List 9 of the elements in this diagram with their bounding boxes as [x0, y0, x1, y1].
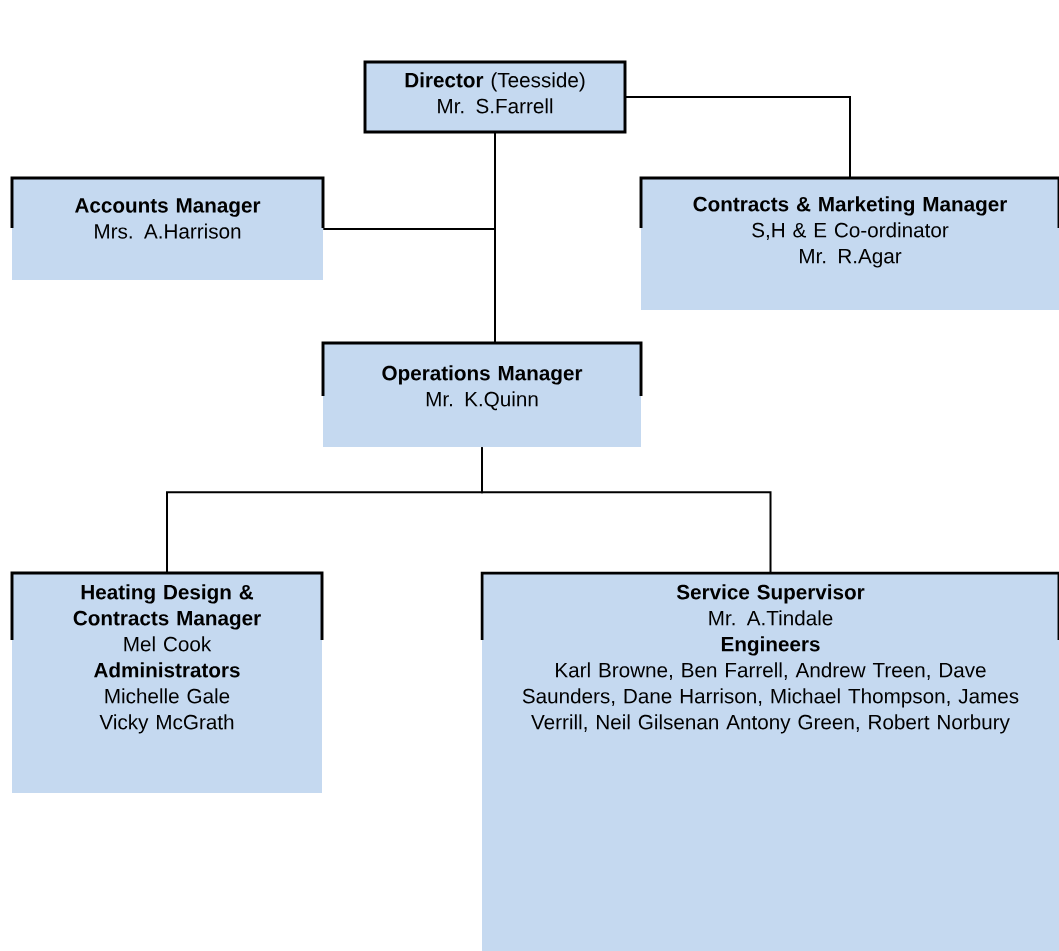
org-box: Director (Teesside) Mr. S.Farrell — [363, 60, 627, 134]
org-box: Operations Manager Mr. K.Quinn — [321, 341, 643, 447]
org-box: Contracts & Marketing Manager S,H & E Co-ordinator Mr. R.Agar — [639, 176, 1059, 310]
org-box: Heating Design & Contracts Manager Mel Cook Administrators Michelle Gale Vicky McGrath — [10, 571, 324, 793]
connector-line — [481, 446, 772, 574]
connector-line — [624, 96, 851, 179]
connector-line — [494, 131, 496, 344]
org-box: Accounts Manager Mrs. A.Harrison — [10, 176, 325, 280]
org-box: Service Supervisor Mr. A.Tindale Engineers Karl Browne, Ben Farrell, Andrew Treen, Dave Saunders, Dane Harrison, Michael Thompson, James Verrill, Neil Gilsenan Antony Green, Robert Norbury — [480, 571, 1059, 951]
